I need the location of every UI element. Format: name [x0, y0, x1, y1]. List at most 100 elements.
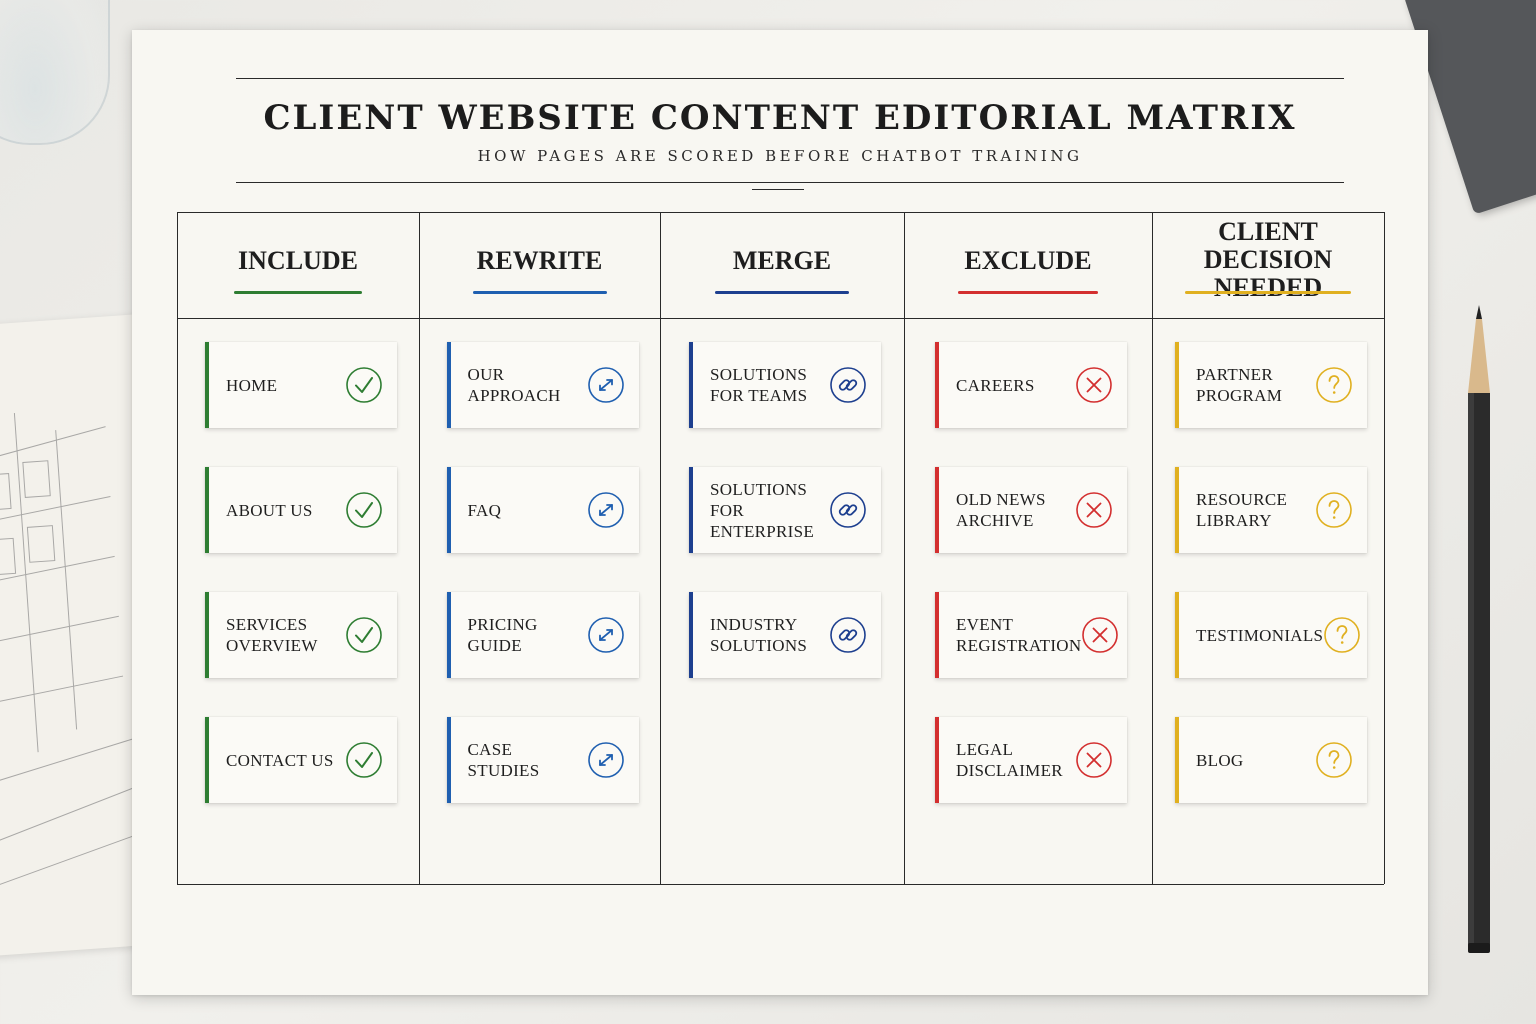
page-card[interactable]: ABOUT US: [205, 467, 397, 553]
card-label: BLOG: [1196, 750, 1244, 770]
page-card[interactable]: SOLUTIONS FOR ENTERPRISE: [689, 467, 881, 553]
column-title: INCLUDE: [238, 246, 358, 275]
page-card[interactable]: OUR APPROACH: [446, 342, 639, 428]
card-label: SOLUTIONS FOR TEAMS: [710, 365, 808, 405]
card-label: FAQ: [467, 500, 502, 520]
card-color-bar: [935, 717, 939, 803]
card-color-bar: [1175, 592, 1179, 678]
card-label: OLD NEWS ARCHIVE: [956, 490, 1046, 530]
card-label: ABOUT US: [226, 500, 313, 520]
edit-arrows-icon: [587, 491, 625, 529]
x-circle-icon: [1075, 491, 1113, 529]
card-color-bar: [205, 467, 209, 553]
page-card[interactable]: RESOURCE LIBRARY: [1175, 467, 1367, 553]
check-circle-icon: [345, 616, 383, 654]
column-underline: [234, 291, 362, 294]
card-label: CONTACT US: [226, 750, 334, 770]
page-card[interactable]: HOME: [205, 342, 397, 428]
edit-arrows-icon: [587, 366, 625, 404]
column-header-3: EXCLUDE: [904, 212, 1152, 318]
page-card[interactable]: CONTACT US: [205, 717, 397, 803]
page-card[interactable]: INDUSTRY SOLUTIONS: [689, 592, 881, 678]
link-icon: [829, 491, 867, 529]
page-card[interactable]: OLD NEWS ARCHIVE: [935, 467, 1127, 553]
column-underline: [472, 291, 607, 294]
column-title: REWRITE: [476, 246, 603, 275]
card-color-bar: [446, 717, 451, 803]
card-color-bar: [446, 467, 451, 553]
link-icon: [829, 366, 867, 404]
page-title: CLIENT WEBSITE CONTENT EDITORIAL MATRIX: [263, 98, 1297, 138]
card-color-bar: [446, 592, 451, 678]
card-color-bar: [205, 592, 209, 678]
grid-vline: [419, 212, 420, 884]
page-card[interactable]: TESTIMONIALS: [1175, 592, 1367, 678]
grid-vline: [660, 212, 661, 884]
card-label: EVENT REGISTRATION: [956, 615, 1082, 655]
grid-top-line: [177, 212, 1384, 213]
top-rule: [236, 78, 1344, 79]
page-card[interactable]: PRICING GUIDE: [446, 592, 639, 678]
page-card[interactable]: PARTNER PROGRAM: [1175, 342, 1367, 428]
column-underline: [715, 291, 849, 294]
architecture-sketch: [0, 314, 182, 956]
card-color-bar: [689, 592, 693, 678]
column-title: MERGE: [732, 246, 832, 275]
card-label: PRICING GUIDE: [467, 615, 538, 655]
card-color-bar: [689, 467, 693, 553]
question-circle-icon: [1315, 741, 1353, 779]
card-color-bar: [446, 342, 451, 428]
page-card[interactable]: SERVICES OVERVIEW: [205, 592, 397, 678]
page-card[interactable]: CAREERS: [935, 342, 1127, 428]
page-card[interactable]: CASE STUDIES: [446, 717, 639, 803]
card-label: SERVICES OVERVIEW: [226, 615, 318, 655]
column-title: EXCLUDE: [964, 246, 1092, 275]
link-icon: [829, 616, 867, 654]
grid-vline: [177, 212, 178, 884]
question-circle-icon: [1315, 491, 1353, 529]
page-card[interactable]: SOLUTIONS FOR TEAMS: [689, 342, 881, 428]
question-circle-icon: [1323, 616, 1361, 654]
card-color-bar: [1175, 717, 1179, 803]
card-label: RESOURCE LIBRARY: [1196, 490, 1288, 530]
grid-vline: [904, 212, 905, 884]
x-circle-icon: [1075, 741, 1113, 779]
card-label: CASE STUDIES: [467, 740, 540, 780]
column-header-4: CLIENT DECISION NEEDED: [1152, 212, 1384, 318]
x-circle-icon: [1075, 366, 1113, 404]
card-color-bar: [205, 717, 209, 803]
card-label: OUR APPROACH: [467, 365, 561, 405]
grid-vline: [1152, 212, 1153, 884]
card-label: TESTIMONIALS: [1196, 625, 1324, 645]
page-card[interactable]: LEGAL DISCLAIMER: [935, 717, 1127, 803]
page-subtitle: HOW PAGES ARE SCORED BEFORE CHATBOT TRAI…: [477, 147, 1083, 165]
column-underline: [1185, 291, 1351, 294]
card-label: INDUSTRY SOLUTIONS: [710, 615, 808, 655]
page-card[interactable]: BLOG: [1175, 717, 1367, 803]
card-label: CAREERS: [956, 375, 1035, 395]
page-card[interactable]: FAQ: [446, 467, 639, 553]
card-color-bar: [935, 467, 939, 553]
column-header-0: INCLUDE: [177, 212, 419, 318]
pencil: [1462, 305, 1496, 955]
card-color-bar: [689, 342, 693, 428]
card-label: LEGAL DISCLAIMER: [956, 740, 1063, 780]
card-color-bar: [205, 342, 209, 428]
column-title: CLIENT DECISION NEEDED: [1203, 217, 1333, 302]
matrix-sheet: CLIENT WEBSITE CONTENT EDITORIAL MATRIX …: [132, 30, 1428, 995]
card-color-bar: [935, 592, 939, 678]
grid-bottom-line: [177, 884, 1384, 885]
check-circle-icon: [345, 491, 383, 529]
card-label: SOLUTIONS FOR ENTERPRISE: [710, 479, 815, 541]
page-card[interactable]: EVENT REGISTRATION: [935, 592, 1127, 678]
card-color-bar: [1175, 342, 1179, 428]
water-glass: [0, 0, 110, 145]
short-rule: [752, 189, 804, 190]
x-circle-icon: [1081, 616, 1119, 654]
column-header-1: REWRITE: [419, 212, 660, 318]
card-label: HOME: [226, 375, 278, 395]
column-header-2: MERGE: [660, 212, 904, 318]
column-underline: [958, 291, 1098, 294]
edit-arrows-icon: [587, 616, 625, 654]
check-circle-icon: [345, 366, 383, 404]
